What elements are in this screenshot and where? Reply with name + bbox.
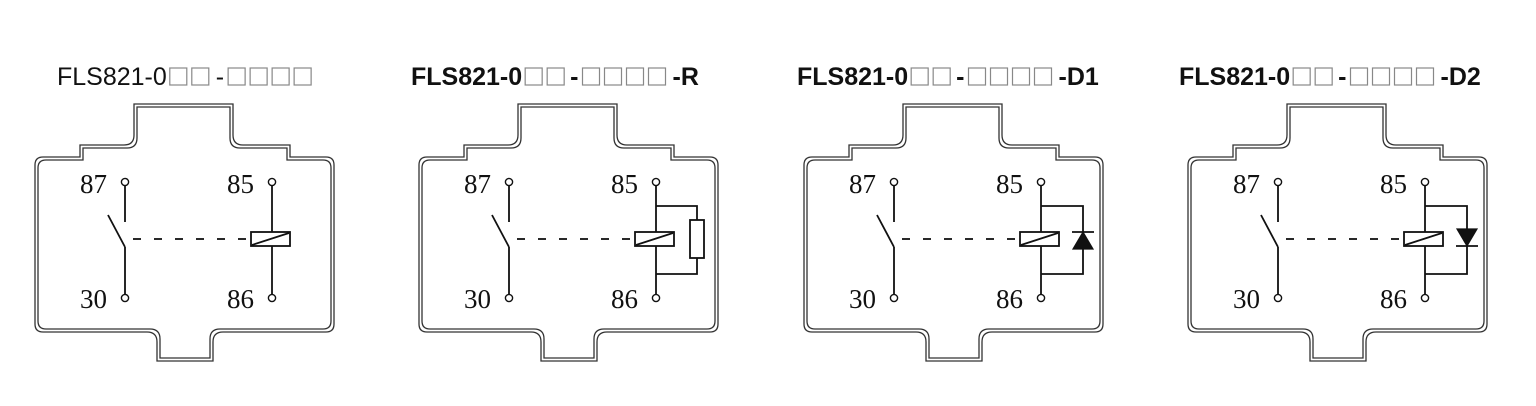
suppression-diode — [1425, 205, 1479, 275]
placeholder-box — [249, 67, 268, 86]
terminal-label-30: 30 — [1233, 284, 1260, 314]
terminal-label-30: 30 — [849, 284, 876, 314]
relay-diagram-resistor: FLS821-0 - -R 87 30 85 86 — [411, 63, 719, 362]
placeholder-box — [625, 67, 645, 86]
placeholder-box — [169, 67, 188, 86]
switch-lever — [491, 214, 510, 248]
switch-lever — [876, 214, 895, 248]
title-separator: - — [956, 63, 964, 91]
terminal-label-86: 86 — [227, 284, 254, 314]
placeholder-box — [1314, 67, 1333, 86]
terminal-30-icon — [889, 293, 899, 303]
placeholder-box — [581, 67, 601, 86]
terminal-label-85: 85 — [996, 169, 1023, 199]
terminal-85-icon — [267, 177, 277, 187]
placeholder-box — [227, 67, 246, 86]
diode-icon — [1455, 228, 1479, 248]
housing-outline-outer — [418, 103, 719, 362]
housing-outline-inner — [806, 106, 1101, 359]
suppression-diode — [1041, 205, 1095, 275]
terminal-86-icon — [651, 293, 661, 303]
placeholder-box — [1011, 67, 1031, 86]
terminal-label-85: 85 — [227, 169, 254, 199]
terminal-86-icon — [1420, 293, 1430, 303]
terminal-label-30: 30 — [80, 284, 107, 314]
title-separator: - — [1338, 63, 1346, 91]
placeholder-box — [1349, 67, 1369, 86]
terminal-label-87: 87 — [80, 169, 107, 199]
title-suffix: -D1 — [1059, 63, 1099, 91]
placeholder-box — [546, 67, 565, 86]
title-separator: - — [216, 63, 224, 91]
placeholder-box — [524, 67, 543, 86]
placeholder-box — [910, 67, 929, 86]
relay-diagram-base: FLS821-0 - 87 30 85 86 — [34, 63, 335, 362]
suppression-resistor — [656, 205, 705, 275]
title-prefix: FLS821-0 — [57, 63, 167, 91]
placeholder-box — [932, 67, 951, 86]
placeholder-box — [647, 67, 667, 86]
terminal-label-85: 85 — [611, 169, 638, 199]
housing-outline-outer — [34, 103, 335, 362]
coil-diagonal — [1404, 232, 1443, 246]
placeholder-box — [191, 67, 210, 86]
placeholder-box — [1393, 67, 1413, 86]
placeholder-box — [989, 67, 1009, 86]
terminal-label-87: 87 — [849, 169, 876, 199]
title-prefix: FLS821-0 — [411, 63, 522, 91]
part-number-title: FLS821-0 - -D2 — [1179, 63, 1481, 91]
coil-diagonal — [251, 232, 290, 246]
coil-diagonal — [635, 232, 674, 246]
housing-outline-inner — [421, 106, 716, 359]
terminal-85-icon — [651, 177, 661, 187]
terminal-87-icon — [120, 177, 130, 187]
terminal-label-85: 85 — [1380, 169, 1407, 199]
part-number-title: FLS821-0 - -R — [411, 63, 699, 91]
housing-outline-outer — [803, 103, 1104, 362]
title-suffix: -R — [673, 63, 699, 91]
part-number-title: FLS821-0 - -D1 — [797, 63, 1099, 91]
terminal-30-icon — [504, 293, 514, 303]
terminal-87-icon — [889, 177, 899, 187]
placeholder-box — [1033, 67, 1053, 86]
placeholder-box — [967, 67, 987, 86]
placeholder-box — [293, 67, 312, 86]
terminal-label-87: 87 — [464, 169, 491, 199]
housing-outline-outer — [1187, 103, 1488, 362]
terminal-30-icon — [1273, 293, 1283, 303]
part-number-title: FLS821-0 - — [57, 63, 312, 91]
switch-lever — [107, 214, 126, 248]
terminal-87-icon — [1273, 177, 1283, 187]
terminal-86-icon — [1036, 293, 1046, 303]
title-prefix: FLS821-0 — [797, 63, 908, 91]
terminal-86-icon — [267, 293, 277, 303]
coil-diagonal — [1020, 232, 1059, 246]
terminal-30-icon — [120, 293, 130, 303]
relay-diagram-diode-1: FLS821-0 - -D1 87 30 85 86 — [797, 63, 1104, 362]
title-separator: - — [570, 63, 578, 91]
title-suffix: -D2 — [1441, 63, 1481, 91]
terminal-label-86: 86 — [611, 284, 638, 314]
relay-diagram-diode-2: FLS821-0 - -D2 87 30 85 86 — [1179, 63, 1488, 362]
terminal-85-icon — [1420, 177, 1430, 187]
placeholder-box — [271, 67, 290, 86]
terminal-label-30: 30 — [464, 284, 491, 314]
title-prefix: FLS821-0 — [1179, 63, 1290, 91]
switch-lever — [1260, 214, 1279, 248]
housing-outline-inner — [1190, 106, 1485, 359]
housing-outline-inner — [37, 106, 332, 359]
diode-icon — [1071, 230, 1095, 250]
terminal-label-86: 86 — [996, 284, 1023, 314]
placeholder-box — [1292, 67, 1311, 86]
terminal-label-86: 86 — [1380, 284, 1407, 314]
placeholder-box — [603, 67, 623, 86]
placeholder-box — [1415, 67, 1435, 86]
terminal-85-icon — [1036, 177, 1046, 187]
resistor-icon — [689, 219, 705, 259]
placeholder-box — [1371, 67, 1391, 86]
terminal-87-icon — [504, 177, 514, 187]
terminal-label-87: 87 — [1233, 169, 1260, 199]
